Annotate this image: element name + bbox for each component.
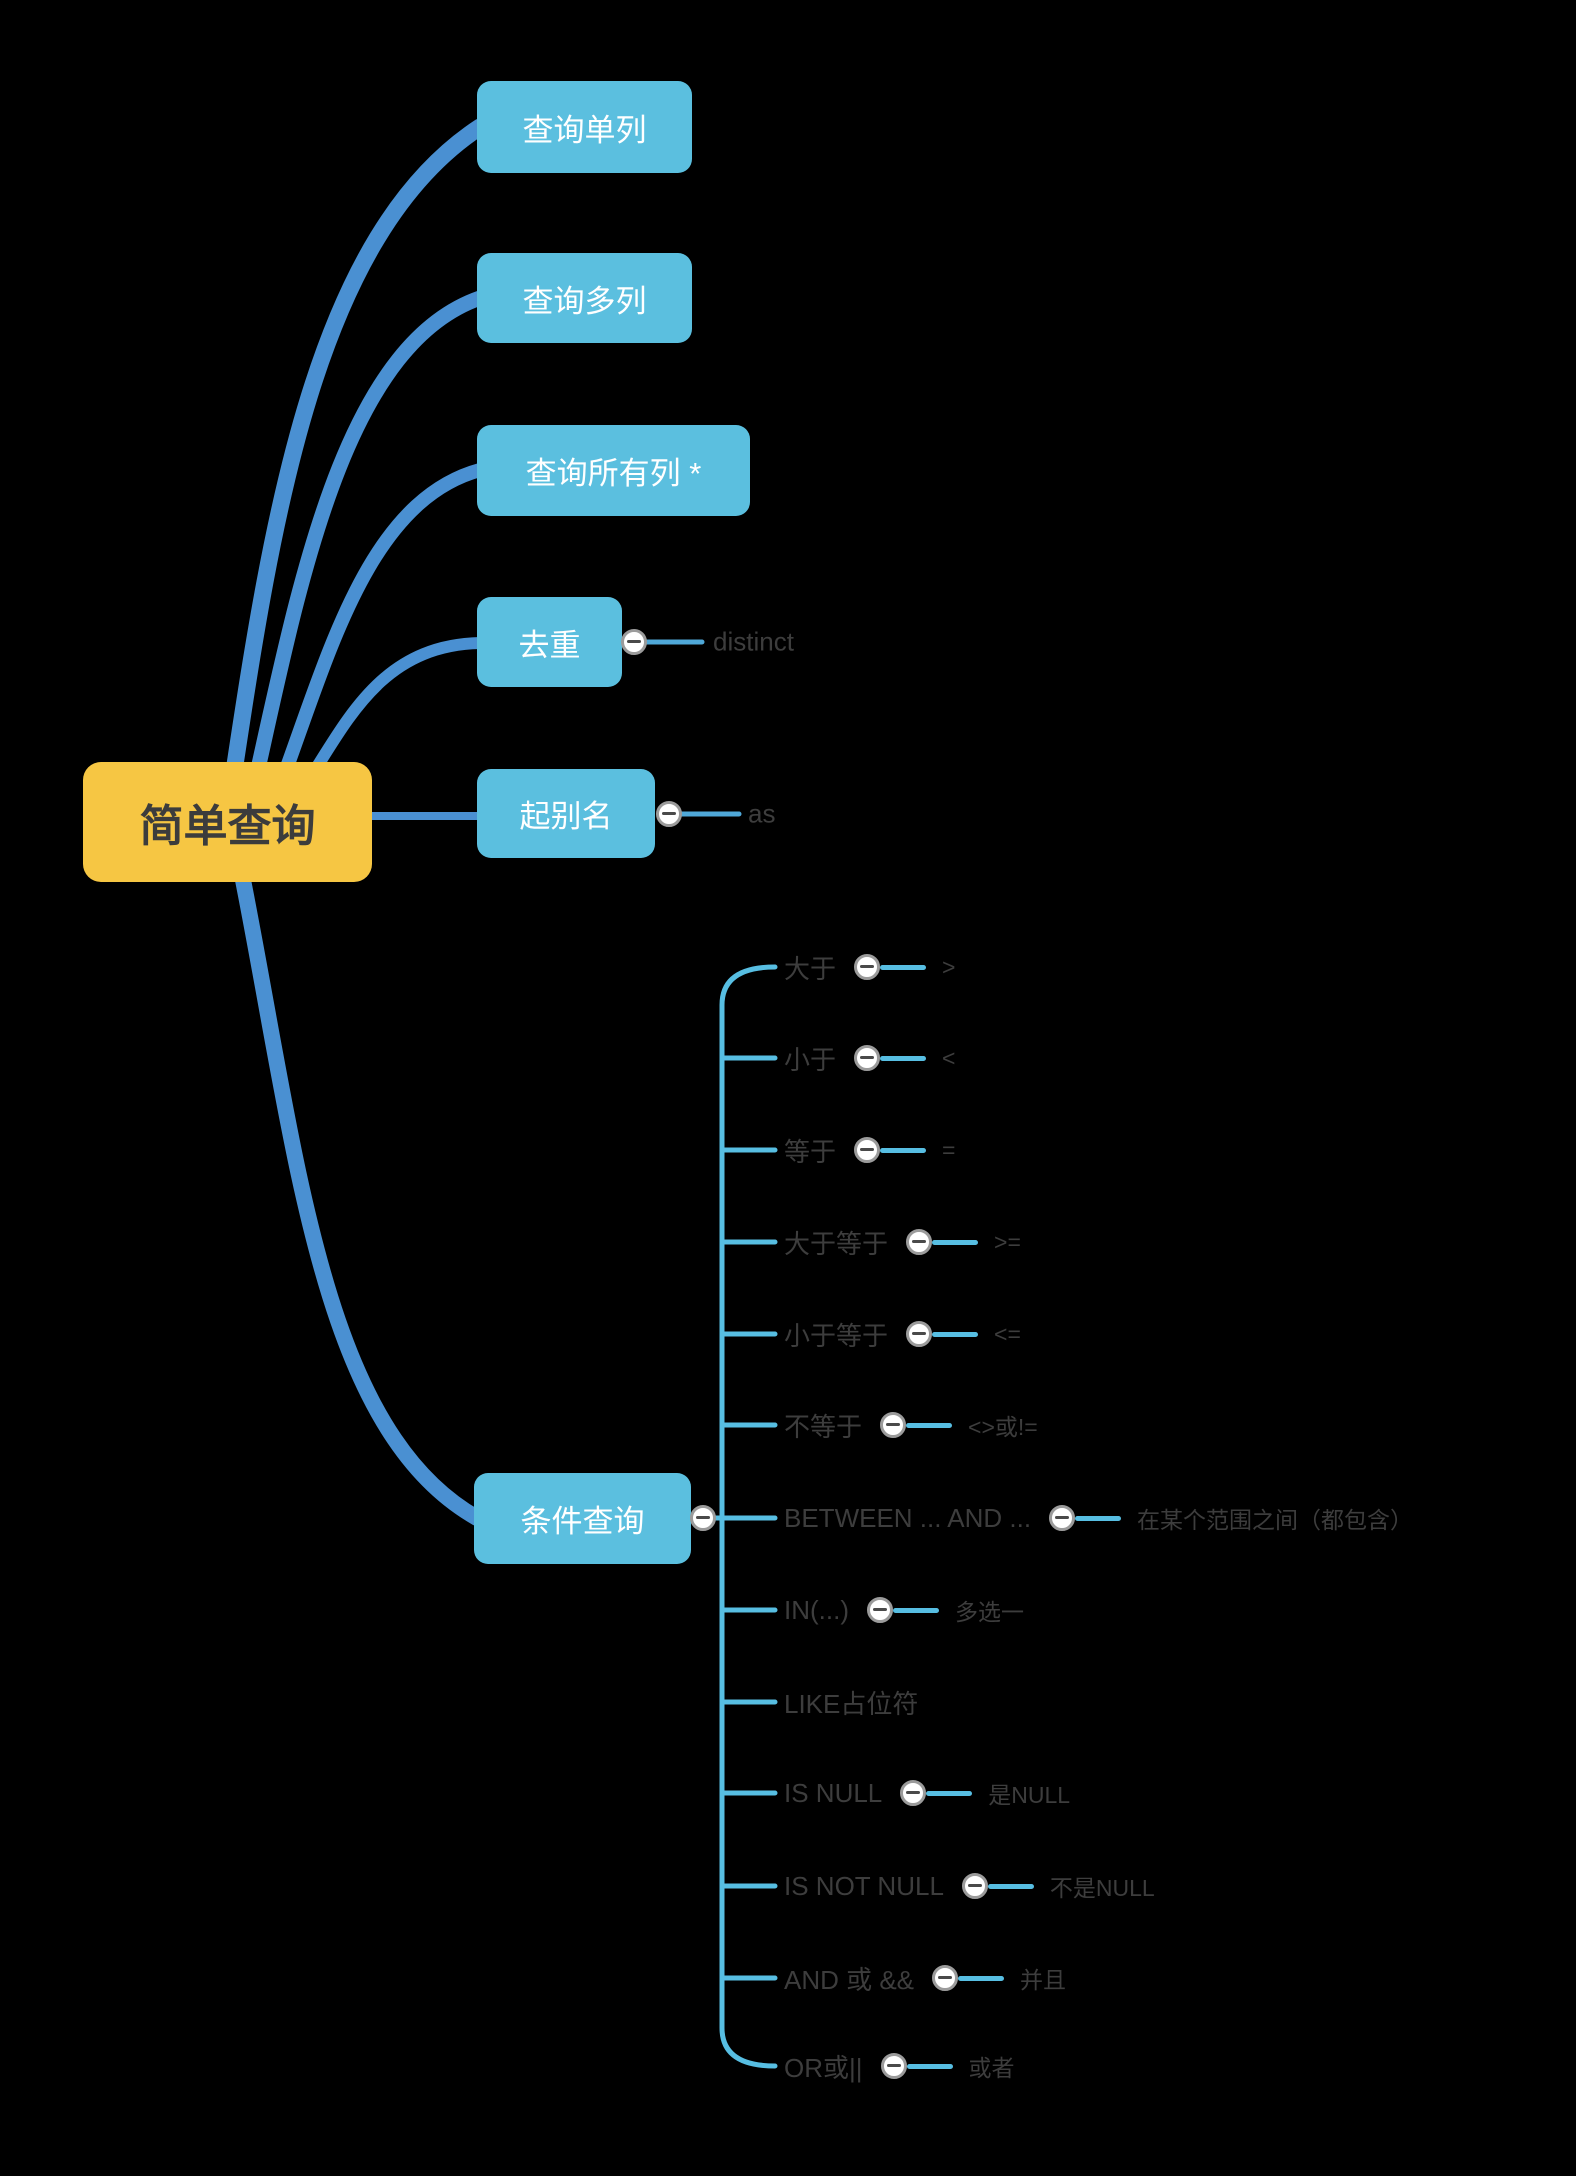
topic-distinct[interactable]: 去重 — [477, 597, 622, 687]
connector-line — [932, 1331, 979, 1337]
collapse-button[interactable] — [867, 1597, 893, 1623]
branch-curve-query-all — [276, 463, 487, 785]
collapse-button-alias[interactable] — [656, 801, 682, 827]
condition-symbol[interactable]: 并且 — [1020, 1967, 1067, 1993]
condition-row-greater: 大于 > — [784, 941, 955, 993]
condition-symbol[interactable]: < — [942, 1044, 956, 1071]
collapse-button[interactable] — [854, 954, 881, 980]
condition-label[interactable]: 小于 — [784, 1044, 837, 1075]
topic-query-multi-column[interactable]: 查询多列 — [477, 253, 692, 343]
leaf-alias-keyword[interactable]: as — [748, 798, 776, 829]
connector-line — [987, 1883, 1034, 1889]
condition-trunk — [719, 964, 778, 2069]
condition-symbol[interactable]: 多选一 — [955, 1599, 1024, 1625]
collapse-button[interactable] — [906, 1229, 933, 1255]
condition-symbol[interactable]: <>或!= — [968, 1414, 1038, 1440]
collapse-button-condition[interactable] — [690, 1505, 716, 1531]
condition-row-less-equal: 小于等于 <= — [784, 1308, 1021, 1360]
condition-symbol[interactable]: > — [942, 953, 956, 980]
collapse-button[interactable] — [1049, 1505, 1076, 1531]
condition-label[interactable]: IN(...) — [784, 1594, 849, 1625]
root-topic[interactable]: 简单查询 — [83, 762, 372, 882]
condition-symbol[interactable]: <= — [994, 1320, 1021, 1347]
connector-line — [906, 1422, 953, 1428]
collapse-button[interactable] — [854, 1137, 881, 1163]
collapse-button[interactable] — [906, 1321, 933, 1347]
connector-line — [906, 2063, 953, 2069]
topic-query-all-columns[interactable]: 查询所有列 * — [477, 425, 750, 516]
condition-symbol[interactable]: 是NULL — [988, 1782, 1071, 1808]
condition-symbol[interactable]: 在某个范围之间（都包含） — [1137, 1507, 1414, 1533]
connector-line — [880, 1055, 927, 1061]
collapse-button[interactable] — [900, 1780, 927, 1806]
condition-label[interactable]: LIKE占位符 — [784, 1688, 919, 1719]
condition-label[interactable]: OR或|| — [784, 2052, 863, 2083]
condition-label[interactable]: 大于等于 — [784, 1228, 889, 1259]
condition-symbol[interactable]: 或者 — [968, 2055, 1015, 2081]
condition-label[interactable]: 不等于 — [784, 1411, 863, 1442]
condition-label[interactable]: IS NULL — [784, 1777, 883, 1808]
condition-symbol[interactable]: 不是NULL — [1049, 1875, 1155, 1901]
condition-symbol[interactable]: >= — [994, 1228, 1021, 1255]
connector-line — [880, 1147, 927, 1153]
topic-alias[interactable]: 起别名 — [477, 769, 655, 858]
collapse-button[interactable] — [880, 1412, 907, 1438]
condition-row-in: IN(...) 多选一 — [784, 1584, 1024, 1636]
collapse-button[interactable] — [854, 1045, 881, 1071]
branch-curve-condition — [235, 872, 485, 1526]
condition-row-equal: 等于 = — [784, 1124, 955, 1176]
connector-line — [880, 964, 927, 970]
connector-line — [932, 1239, 979, 1245]
connector-line — [1075, 1515, 1122, 1521]
branch-curve-query-single — [224, 118, 489, 787]
condition-stubs — [719, 1055, 778, 1981]
connector-line — [926, 1790, 973, 1796]
condition-row-is-not-null: IS NOT NULL 不是NULL — [784, 1860, 1155, 1912]
condition-label[interactable]: BETWEEN ... AND ... — [784, 1502, 1032, 1533]
topic-condition-query[interactable]: 条件查询 — [474, 1473, 691, 1564]
condition-row-greater-equal: 大于等于 >= — [784, 1216, 1021, 1268]
topic-query-single-column[interactable]: 查询单列 — [477, 81, 692, 173]
condition-symbol[interactable]: = — [942, 1136, 956, 1163]
branch-curve-query-multi — [248, 290, 488, 786]
condition-row-or: OR或|| 或者 — [784, 2040, 1015, 2092]
condition-row-and: AND 或 && 并且 — [784, 1952, 1066, 2004]
condition-label[interactable]: 等于 — [784, 1136, 837, 1167]
collapse-button[interactable] — [932, 1965, 959, 1991]
leaf-distinct-keyword[interactable]: distinct — [713, 626, 794, 657]
collapse-button[interactable] — [961, 1873, 988, 1899]
connector-line — [958, 1975, 1005, 1981]
condition-label[interactable]: AND 或 && — [784, 1964, 915, 1995]
collapse-button-distinct[interactable] — [621, 629, 647, 655]
condition-row-not-equal: 不等于 <>或!= — [784, 1399, 1038, 1451]
condition-row-is-null: IS NULL 是NULL — [784, 1767, 1070, 1819]
condition-row-less: 小于 < — [784, 1032, 955, 1084]
condition-label[interactable]: 小于等于 — [784, 1320, 889, 1351]
collapse-button[interactable] — [880, 2053, 907, 2079]
branch-curve-distinct — [304, 637, 486, 784]
connector-line — [893, 1607, 939, 1613]
condition-row-between: BETWEEN ... AND ... 在某个范围之间（都包含） — [784, 1492, 1413, 1544]
condition-label[interactable]: IS NOT NULL — [784, 1870, 944, 1901]
condition-row-like: LIKE占位符 — [784, 1676, 918, 1728]
condition-label[interactable]: 大于 — [784, 953, 837, 984]
